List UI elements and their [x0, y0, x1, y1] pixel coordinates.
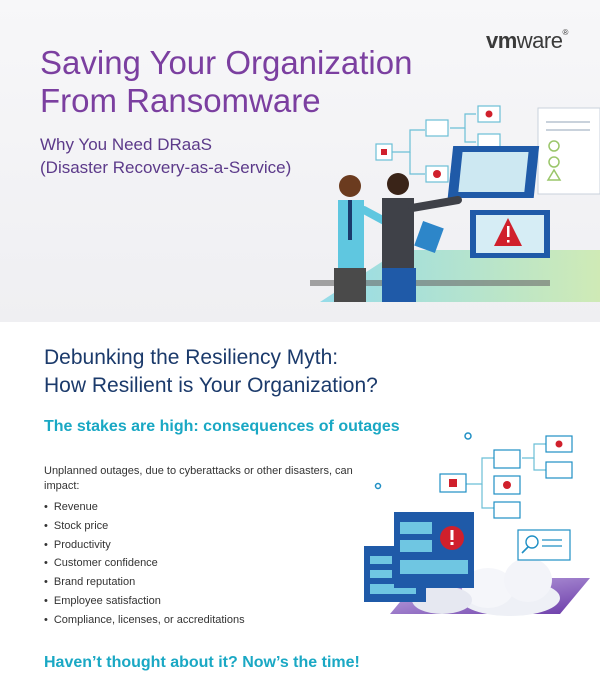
list-item: Customer confidence: [44, 554, 245, 573]
stakes-heading: The stakes are high: consequences of out…: [44, 418, 400, 435]
vmware-logo: vmware®: [486, 28, 568, 53]
hero-subtitle: Why You Need DRaaS(Disaster Recovery-as-…: [40, 135, 292, 177]
cta-heading: Haven’t thought about it? Now’s the time…: [44, 654, 360, 671]
section-title: Debunking the Resiliency Myth:How Resili…: [44, 346, 378, 397]
list-item: Employee satisfaction: [44, 592, 245, 611]
list-item: Compliance, licenses, or accreditations: [44, 611, 245, 630]
list-item: Brand reputation: [44, 573, 245, 592]
impact-list: Revenue Stock price Productivity Custome…: [44, 498, 245, 630]
hero-title: Saving Your Organization From Ransomware: [40, 44, 413, 119]
list-item: Revenue: [44, 498, 245, 517]
impact-intro: Unplanned outages, due to cyberattacks o…: [44, 465, 353, 492]
people-presenting-icon: [310, 105, 600, 302]
cloud-servers-icon: [364, 432, 590, 616]
list-item: Stock price: [44, 517, 245, 536]
hero-banner: vmware® Saving Your Organization From Ra…: [0, 0, 600, 322]
list-item: Productivity: [44, 536, 245, 555]
